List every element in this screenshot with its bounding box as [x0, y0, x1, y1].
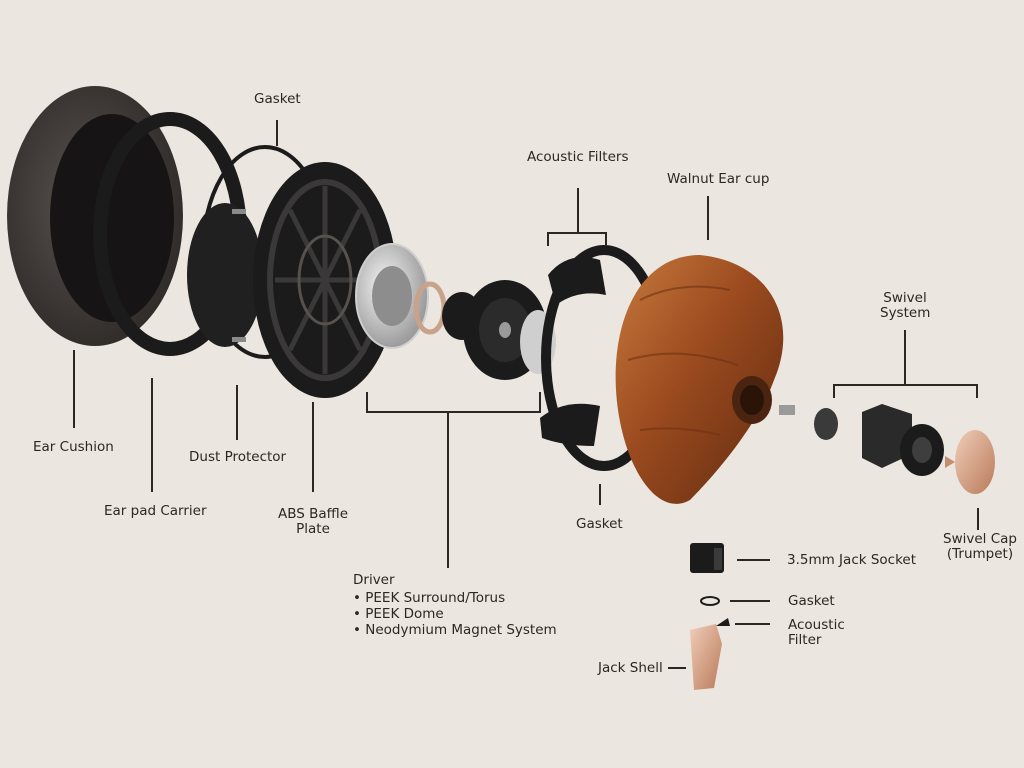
label-acoustic-filter-line1: Acoustic: [788, 617, 845, 633]
label-swivel-system: Swivel System: [880, 291, 930, 321]
jack-socket-part: [690, 543, 724, 573]
label-swivel-cap: Swivel Cap (Trumpet): [940, 532, 1020, 562]
label-dust-protector: Dust Protector: [189, 449, 287, 465]
label-abs-baffle-line1: ABS Baffle: [277, 506, 348, 522]
label-acoustic-filters: Acoustic Filters: [527, 149, 629, 165]
driver-dome-part: [355, 243, 429, 349]
label-acoustic-filter-line2: Filter: [788, 632, 822, 648]
label-gasket-mid: Gasket: [576, 516, 623, 532]
label-ear-cushion: Ear Cushion: [33, 439, 114, 455]
label-acoustic-filter: Acoustic Filter: [788, 618, 845, 648]
label-ear-pad-carrier: Ear pad Carrier: [104, 503, 207, 519]
label-abs-baffle-line2: Plate: [296, 521, 330, 537]
driver-item: PEEK Surround/Torus: [353, 590, 557, 606]
small-gasket-part: [700, 596, 720, 606]
label-jack-socket: 3.5mm Jack Socket: [787, 552, 917, 568]
driver-component-list: PEEK Surround/Torus PEEK Dome Neodymium …: [353, 590, 557, 638]
label-driver-title: Driver: [353, 572, 395, 588]
label-gasket-top: Gasket: [254, 91, 301, 107]
label-jack-shell: Jack Shell: [598, 660, 663, 676]
label-swivel-line2: System: [880, 305, 931, 321]
label-swivel-line1: Swivel: [883, 290, 927, 306]
label-abs-baffle-plate: ABS Baffle Plate: [275, 507, 351, 537]
driver-item: PEEK Dome: [353, 606, 557, 622]
abs-baffle-plate-part: [253, 162, 397, 398]
jack-shell-part: [690, 618, 730, 690]
driver-item: Neodymium Magnet System: [353, 622, 556, 638]
swivel-system-part: [779, 404, 995, 494]
walnut-ear-cup-part: [615, 255, 784, 504]
label-swivel-cap-line1: Swivel Cap: [943, 531, 1017, 547]
leader-lines: [73, 120, 979, 669]
label-walnut-ear-cup: Walnut Ear cup: [667, 171, 770, 187]
magnet-system-part: [442, 280, 556, 380]
dust-protector-part: [187, 203, 263, 347]
label-swivel-cap-line2: (Trumpet): [946, 546, 1014, 562]
label-gasket-small: Gasket: [788, 593, 835, 609]
